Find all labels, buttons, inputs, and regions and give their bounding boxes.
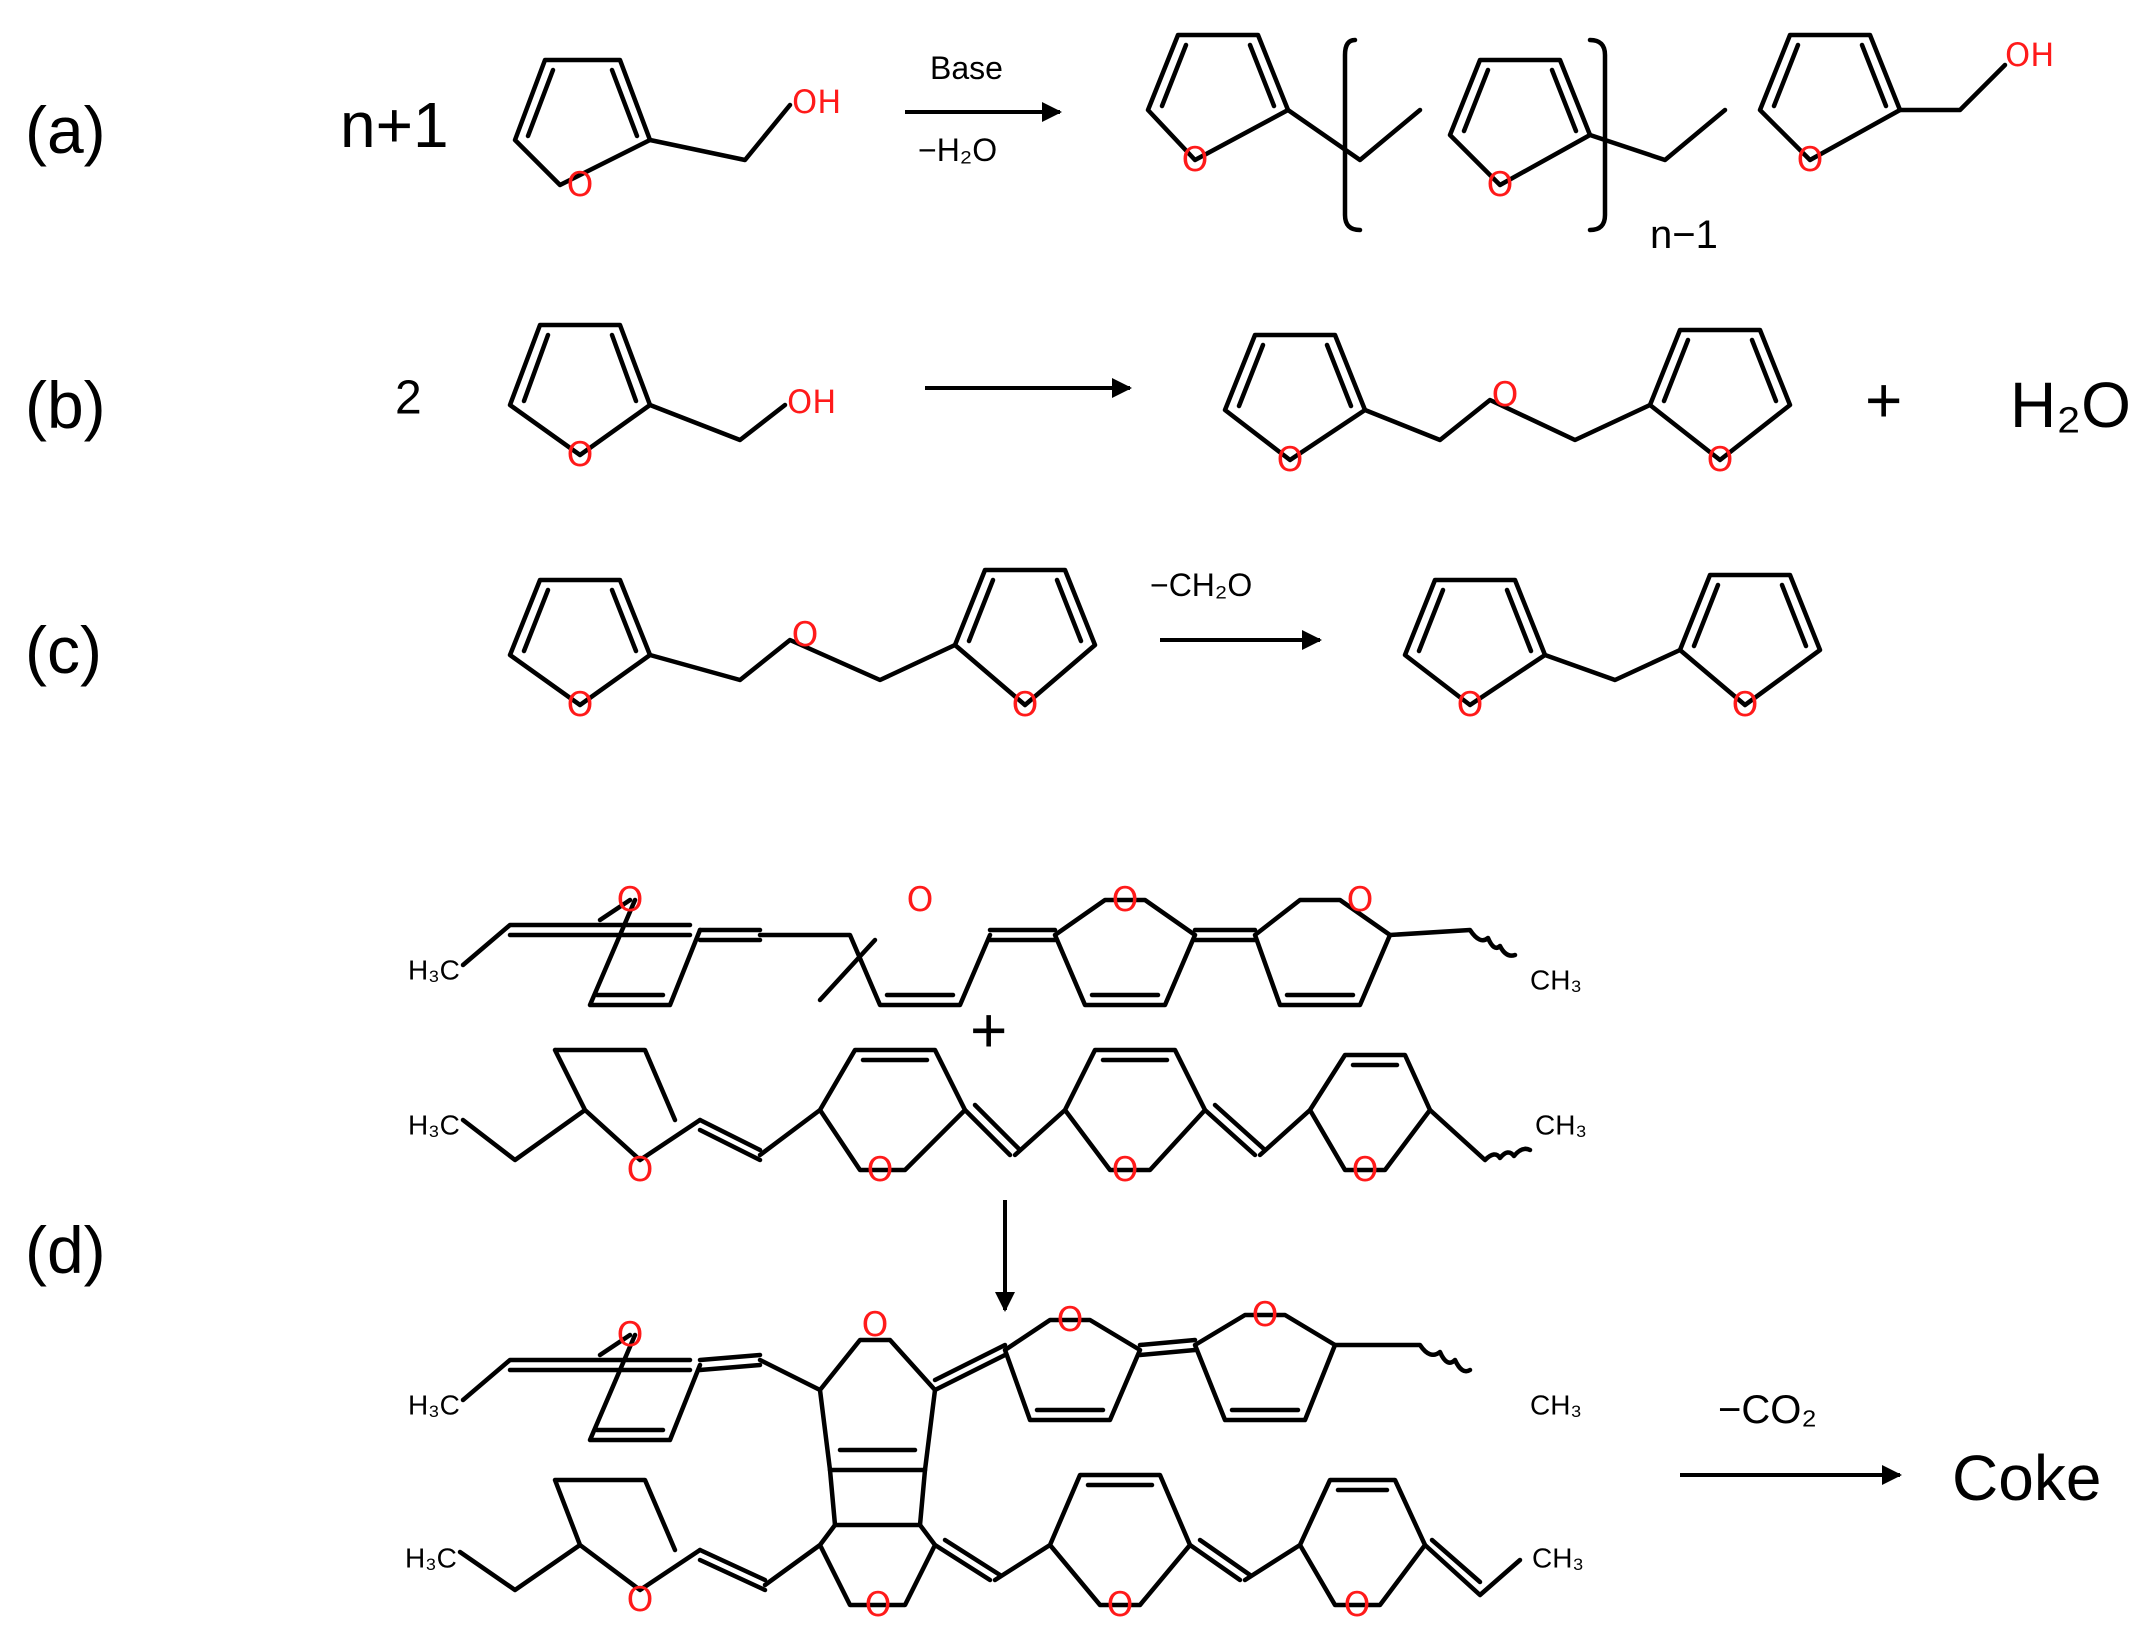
svg-text:O: O bbox=[1344, 1585, 1371, 1625]
furan-chain-1: H₃C CH₃ O O O O bbox=[408, 880, 1582, 1008]
svg-text:O: O bbox=[617, 880, 644, 920]
polyfurfuryl-product: O O O OH n−1 bbox=[1145, 32, 2054, 257]
svg-text:O: O bbox=[567, 435, 594, 475]
svg-text:O: O bbox=[1492, 375, 1519, 415]
panel-label-a: (a) bbox=[25, 93, 106, 167]
svg-text:O: O bbox=[1707, 440, 1734, 480]
svg-text:O: O bbox=[1732, 685, 1759, 725]
svg-text:H₃C: H₃C bbox=[408, 955, 460, 986]
svg-text:O: O bbox=[1352, 1150, 1379, 1190]
furfuryl-alcohol-a: O OH bbox=[512, 57, 841, 205]
svg-text:O: O bbox=[1347, 880, 1374, 920]
reagent-minus-co2: −CO₂ bbox=[1718, 1388, 1817, 1432]
svg-text:O: O bbox=[1277, 440, 1304, 480]
hydroxyl-a: OH bbox=[792, 83, 841, 121]
svg-text:O: O bbox=[567, 685, 594, 725]
svg-text:O: O bbox=[617, 1315, 644, 1355]
svg-text:CH₃: CH₃ bbox=[1530, 965, 1582, 996]
svg-text:O: O bbox=[1487, 165, 1514, 205]
difurfuryl-ether-b: O O O bbox=[1222, 327, 1793, 480]
plus-sign-d: + bbox=[970, 994, 1007, 1066]
svg-text:CH₃: CH₃ bbox=[1532, 1543, 1584, 1574]
panel-label-d: (d) bbox=[25, 1213, 106, 1287]
svg-text:H₃C: H₃C bbox=[405, 1543, 457, 1574]
svg-text:H₃C: H₃C bbox=[408, 1390, 460, 1421]
svg-text:O: O bbox=[867, 1150, 894, 1190]
difurylmethane: O O bbox=[1402, 572, 1823, 725]
svg-text:O: O bbox=[1252, 1295, 1279, 1335]
hydroxyl-product-a: OH bbox=[2005, 36, 2054, 74]
coefficient-2: 2 bbox=[395, 372, 422, 425]
furan-chain-2: H₃C CH₃ O O O O bbox=[408, 1047, 1587, 1190]
svg-text:O: O bbox=[865, 1585, 892, 1625]
svg-text:O: O bbox=[792, 615, 819, 655]
panel-label-c: (c) bbox=[25, 613, 102, 687]
svg-text:O: O bbox=[907, 880, 934, 920]
repeat-unit-subscript: n−1 bbox=[1650, 213, 1718, 257]
coefficient-n-plus-1: n+1 bbox=[340, 89, 449, 161]
svg-text:O: O bbox=[1112, 1150, 1139, 1190]
crosslinked-chain-bottom: H₃C CH₃ O O O O bbox=[405, 1472, 1584, 1625]
svg-text:O: O bbox=[1457, 685, 1484, 725]
svg-text:O: O bbox=[862, 1305, 889, 1345]
svg-text:H₃C: H₃C bbox=[408, 1110, 460, 1141]
reagent-minus-water-a: −H₂O bbox=[918, 132, 997, 168]
hydroxyl-b: OH bbox=[787, 383, 836, 421]
difurfuryl-ether-c: O O O bbox=[507, 567, 1098, 725]
crosslinked-chain-top: H₃C CH₃ O O O O bbox=[408, 1295, 1582, 1473]
svg-text:O: O bbox=[1012, 685, 1039, 725]
svg-text:O: O bbox=[1112, 880, 1139, 920]
furfuryl-alcohol-b: O OH bbox=[507, 322, 836, 475]
svg-text:O: O bbox=[627, 1150, 654, 1190]
svg-text:O: O bbox=[1182, 140, 1209, 180]
svg-text:O: O bbox=[1797, 140, 1824, 180]
reagent-minus-formaldehyde: −CH₂O bbox=[1150, 567, 1252, 603]
coke-product: Coke bbox=[1952, 1442, 2101, 1514]
svg-text:O: O bbox=[567, 165, 594, 205]
water-byproduct: H₂O bbox=[2010, 369, 2131, 441]
svg-text:O: O bbox=[627, 1580, 654, 1620]
svg-text:CH₃: CH₃ bbox=[1535, 1110, 1587, 1141]
svg-text:O: O bbox=[1107, 1585, 1134, 1625]
svg-text:O: O bbox=[1057, 1300, 1084, 1340]
plus-sign-b: + bbox=[1865, 364, 1902, 436]
cyclobutane-crosslink bbox=[827, 1467, 928, 1528]
reagent-base: Base bbox=[930, 50, 1003, 86]
svg-text:CH₃: CH₃ bbox=[1530, 1390, 1582, 1421]
panel-label-b: (b) bbox=[25, 368, 106, 442]
